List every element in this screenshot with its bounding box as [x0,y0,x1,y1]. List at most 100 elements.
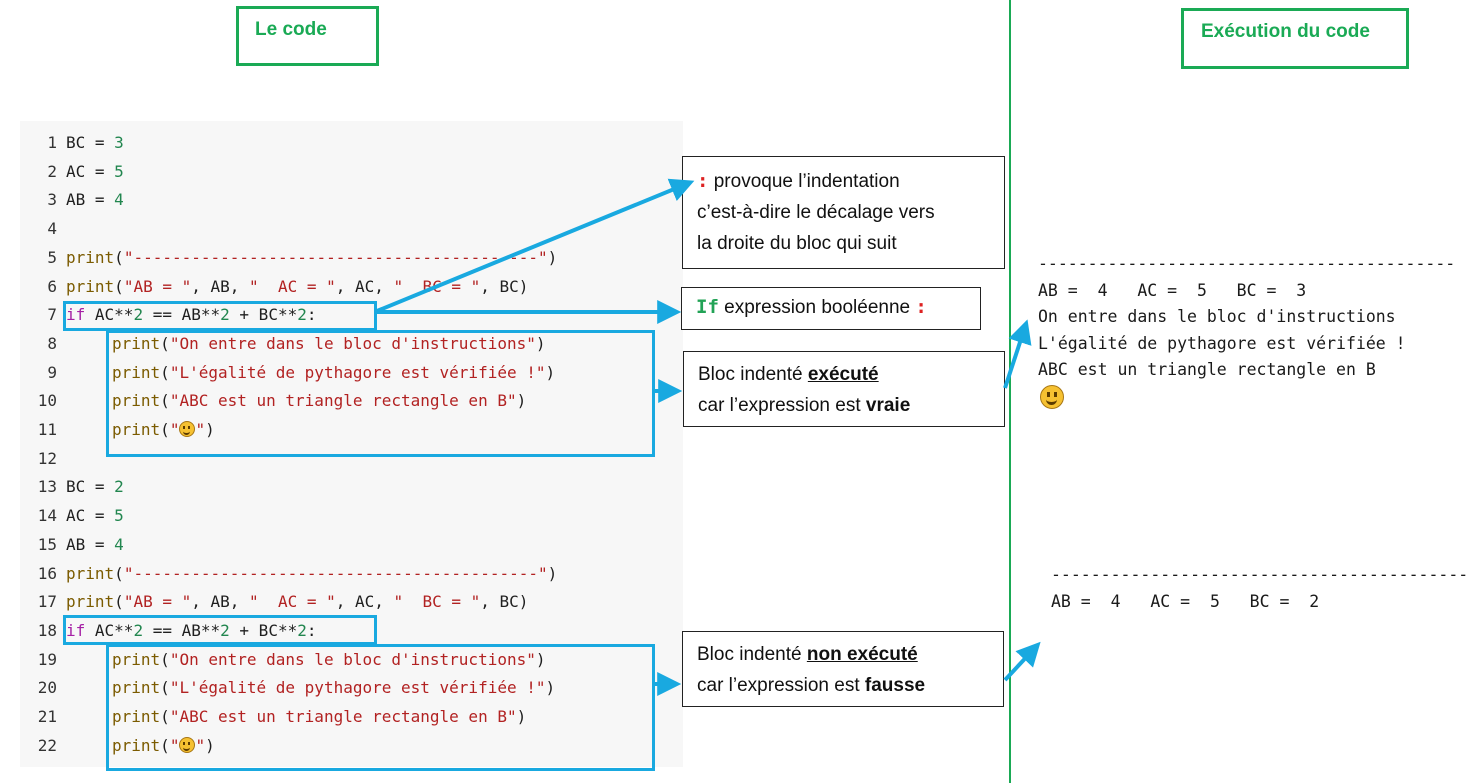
code-token: , BC) [480,592,529,612]
code-token: "L'égalité de pythagore est vérifiée !" [169,678,546,698]
code-token: print [112,678,161,698]
line-number: 16 [37,563,57,583]
smiley-emoji-icon [1040,385,1064,409]
line-number: 8 [47,333,57,353]
line-number: 11 [37,420,57,439]
line-number: 5 [47,247,57,267]
code-token: ( [160,649,170,669]
code-token: BC = [66,133,115,152]
code-token: ) [535,333,546,353]
code-token: "AB = " [123,592,192,612]
code-token: "ABC est un triangle rectangle en B" [169,707,517,726]
code-token: "ABC est un triangle rectangle en B" [169,391,517,411]
code-token: , AC, [335,276,394,296]
code-token: print [66,592,115,612]
code-token: AC = [66,506,115,526]
code-token: print [112,333,161,353]
code-text: if AC**2 == AB**2 + BC**2: [57,301,317,329]
line-number: 13 [37,477,57,497]
code-text: if AC**2 == AB**2 + BC**2: [57,617,317,645]
column-divider [1009,0,1011,783]
code-token: " BC = " [393,592,481,612]
code-text: print("AB = ", AB, " AC = ", AC, " BC = … [57,273,528,301]
note-colon-indentation: : provoque l’indentation c’est-à-dire le… [682,156,1005,269]
code-text: print("On entre dans le bloc d'instructi… [57,646,546,674]
line-number: 6 [47,276,57,296]
code-token: if [66,305,86,325]
code-token: 3 [114,133,124,152]
line-number: 7 [47,305,57,325]
smiley-emoji-icon [179,736,196,753]
note-if-expression: If expression booléenne : [681,287,981,330]
code-token: ) [516,707,527,726]
line-number: 9 [47,362,57,382]
code-token: print [66,247,115,267]
code-token: 2 [220,305,230,325]
code-token: 4 [114,190,124,210]
code-text: print("L'égalité de pythagore est vérifi… [57,674,555,702]
line-number: 1 [47,133,57,152]
code-token: ( [114,563,124,583]
output-run1-line: ----------------------------------------… [1038,254,1456,273]
code-token: ( [114,592,124,612]
code-line: 12 [20,445,66,473]
line-number: 2 [47,161,57,181]
code-text: print("") [57,416,215,444]
code-token: print [112,362,161,382]
code-token: 2 [297,305,307,325]
code-token: " BC = " [393,276,481,296]
code-token: ( [114,276,124,296]
code-token: ) [547,247,558,267]
execution-title: Exécution du code [1181,8,1409,69]
code-token: 2 [133,620,144,640]
line-number: 3 [47,190,57,210]
code-token: 5 [114,506,124,526]
code-text: print("---------------------------------… [57,244,557,272]
code-line: 21 print("ABC est un triangle rectangle e… [20,703,527,731]
block-highlight-not-executed [106,644,655,771]
code-text: AC = 5 [57,158,124,186]
code-text: AB = 4 [57,531,124,559]
code-token: + BC** [229,620,298,640]
code-token: "---------------------------------------… [123,247,548,267]
output-run1-line: On entre dans le bloc d'instructions [1038,307,1396,326]
code-text: AB = 4 [57,186,124,214]
code-token: print [112,649,161,669]
code-token: ( [160,735,170,755]
colon-symbol: : [697,170,709,192]
code-token: ( [160,707,170,726]
code-text: BC = 3 [57,129,124,157]
code-token: AC** [85,305,134,325]
code-title: Le code [236,6,379,66]
code-token: " [195,735,206,755]
code-token: 5 [114,161,124,181]
code-token: , AB, [191,276,250,296]
code-token: print [112,707,161,726]
if-condition-highlight-2 [63,615,377,645]
code-token: "On entre dans le bloc d'instructions" [169,649,536,669]
output-run2-line: ----------------------------------------… [1051,565,1469,584]
code-token: " [169,735,180,755]
code-token: ( [160,333,170,353]
output-run1-line: ABC est un triangle rectangle en B [1038,360,1376,379]
output-run1-line: AB = 4 AC = 5 BC = 3 [1038,281,1307,300]
code-token: ) [545,678,556,698]
line-number: 19 [37,649,57,669]
code-token: ( [160,362,170,382]
line-number: 21 [37,707,57,726]
line-number: 12 [37,448,57,468]
smiley-emoji-icon [179,421,196,437]
arrow-to-output-run1 [1003,319,1032,389]
code-token: print [112,735,161,755]
code-token: "AB = " [123,276,192,296]
line-number: 4 [47,219,57,239]
